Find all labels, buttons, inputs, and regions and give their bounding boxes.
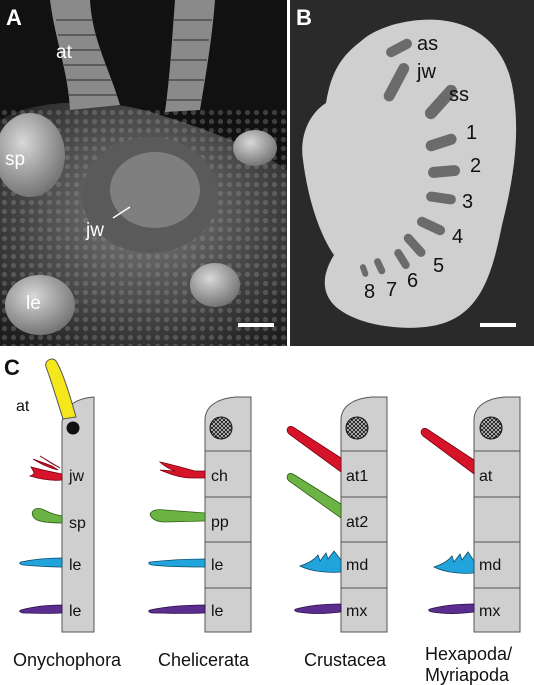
sem-antenna-left — [50, 0, 120, 110]
chelicerata-chelicera — [158, 461, 206, 479]
group-name-hexapoda-line2: Myriapoda — [425, 665, 510, 685]
label-jw: jw — [85, 220, 104, 241]
label-at: at — [56, 42, 73, 63]
element-1 — [425, 133, 457, 152]
onychophora-label-at: at — [16, 398, 30, 415]
sem-appendage-right — [233, 130, 277, 166]
element-8 — [359, 264, 369, 277]
crustacea-label-at2: at2 — [346, 514, 368, 531]
hexapoda-label-at: at — [479, 468, 493, 485]
label-jw-b: jw — [416, 61, 436, 83]
crustacea-antenna-2 — [286, 473, 342, 519]
crustacea-eye-icon — [345, 416, 369, 440]
label-1: 1 — [466, 122, 477, 144]
sem-leg — [5, 275, 75, 335]
onychophora-label-sp: sp — [69, 515, 86, 532]
hexapoda-label-mx: mx — [479, 603, 500, 620]
panel-b: as jw ss 1 2 3 4 5 6 7 8 B — [290, 0, 534, 346]
hexapoda-body — [473, 396, 521, 633]
chelicerata-pedipalp — [149, 509, 206, 523]
label-sp: sp — [5, 149, 25, 170]
label-3: 3 — [462, 191, 473, 213]
element-4 — [416, 216, 446, 236]
element-ss — [424, 84, 458, 120]
element-3 — [426, 191, 456, 205]
element-6 — [394, 249, 410, 269]
onychophora-leg-1 — [19, 557, 63, 568]
panel-a: A at sp jw le — [0, 0, 287, 346]
onychophora-label-le2: le — [69, 603, 82, 620]
jw-pointer — [112, 206, 131, 219]
chelicerata-label-ch: ch — [211, 468, 228, 485]
sem-leg-right — [190, 263, 240, 307]
group-name-crustacea: Crustacea — [304, 650, 387, 670]
panel-c-letter: C — [4, 355, 20, 380]
onychophora-slime-papilla — [31, 507, 63, 524]
label-8: 8 — [364, 281, 375, 303]
crustacea-label-md: md — [346, 557, 368, 574]
hexapoda-antenna — [420, 428, 475, 475]
element-5 — [403, 233, 426, 257]
chelicerata-label-le2: le — [211, 603, 224, 620]
group-name-chelicerata: Chelicerata — [158, 650, 250, 670]
element-jw — [383, 63, 410, 102]
label-5: 5 — [433, 255, 444, 277]
scheme-hexapoda-myriapoda: at md mx Hexapoda/ Myriapoda — [420, 396, 521, 685]
panel-b-letter: B — [296, 5, 312, 30]
onychophora-label-le1: le — [69, 557, 82, 574]
panel-a-letter: A — [6, 5, 22, 30]
onychophora-jaw — [28, 455, 63, 481]
chelicerata-eye-icon — [209, 416, 233, 440]
scale-bar-a — [238, 323, 274, 327]
crustacea-mandible — [298, 550, 342, 573]
onychophora-antenna — [45, 358, 77, 420]
label-le: le — [26, 293, 41, 314]
onychophora-leg-2 — [19, 604, 63, 614]
scale-bar-b — [480, 323, 516, 327]
label-7: 7 — [386, 279, 397, 301]
crustacea-maxilla — [294, 603, 342, 614]
hexapoda-mandible — [432, 551, 475, 574]
chelicerata-label-le1: le — [211, 557, 224, 574]
sem-antenna-right — [165, 0, 215, 112]
element-7 — [374, 258, 386, 275]
crustacea-body — [340, 396, 388, 633]
panel-c: C at jw sp le le Onychophora — [4, 355, 521, 685]
crustacea-label-mx: mx — [346, 603, 367, 620]
label-4: 4 — [452, 226, 463, 248]
chelicerata-leg-1 — [148, 558, 206, 568]
scheme-chelicerata: ch pp le le Chelicerata — [148, 396, 252, 670]
onychophora-eye-icon — [66, 421, 80, 435]
element-as — [386, 38, 412, 58]
head-outline — [302, 19, 517, 328]
onychophora-label-jw: jw — [68, 468, 85, 485]
hexapoda-eye-icon — [479, 416, 503, 440]
crustacea-label-at1: at1 — [346, 468, 368, 485]
crustacea-antenna-1 — [286, 426, 342, 473]
scheme-onychophora: at jw sp le le Onychophora — [13, 358, 122, 670]
label-ss: ss — [449, 84, 469, 106]
hexapoda-maxilla — [428, 603, 475, 614]
chelicerata-leg-2 — [148, 604, 206, 614]
chelicerata-body — [204, 396, 252, 633]
element-2 — [428, 165, 461, 178]
label-as: as — [417, 33, 438, 55]
hexapoda-label-md: md — [479, 557, 501, 574]
chelicerata-label-pp: pp — [211, 514, 229, 531]
group-name-onychophora: Onychophora — [13, 650, 122, 670]
label-2: 2 — [470, 155, 481, 177]
mouth-elements — [359, 38, 461, 277]
group-name-hexapoda-line1: Hexapoda/ — [425, 644, 512, 664]
label-6: 6 — [407, 270, 418, 292]
sem-slime-papilla — [0, 113, 65, 197]
scheme-crustacea: at1 at2 md mx Crustacea — [286, 396, 388, 670]
sem-jaw — [110, 152, 200, 228]
